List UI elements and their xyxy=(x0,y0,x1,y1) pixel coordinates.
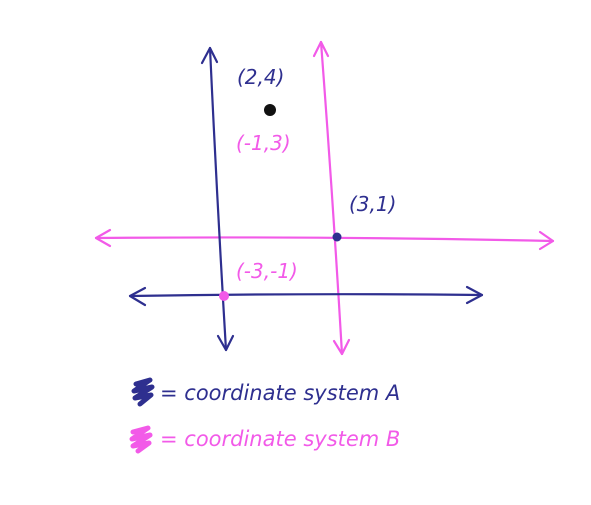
legend-item-a: = coordinate system A xyxy=(131,377,400,407)
system-b-x-axis xyxy=(94,236,555,243)
legend-label-b: = coordinate system B xyxy=(160,427,400,451)
label-point-a: (2,4) xyxy=(237,65,284,89)
black-point xyxy=(264,104,276,116)
system-a-x-arrowhead-left xyxy=(128,286,147,307)
system-a-x-axis xyxy=(128,293,484,298)
legend-swatch-b xyxy=(129,425,153,454)
legend-item-b: = coordinate system B xyxy=(129,425,400,454)
origin-b-point xyxy=(332,232,342,242)
system-a-y-axis xyxy=(208,46,228,352)
origin-a-point xyxy=(219,291,229,301)
legend-label-a: = coordinate system A xyxy=(160,381,400,405)
system-a-y-arrowhead-bottom xyxy=(216,334,235,352)
system-b-x-arrowhead-right xyxy=(538,230,555,251)
coordinate-system-b xyxy=(94,40,555,356)
legend: = coordinate system A = coordinate syste… xyxy=(129,377,400,454)
system-b-y-arrowhead-top xyxy=(312,40,330,58)
system-a-y-arrowhead-top xyxy=(200,46,219,65)
system-a-x-arrowhead-right xyxy=(465,285,484,305)
legend-swatch-a xyxy=(131,377,155,407)
system-b-x-arrowhead-left xyxy=(94,228,112,248)
coordinate-system-a xyxy=(128,46,484,352)
system-b-y-axis xyxy=(319,40,344,356)
label-point-b: (-1,3) xyxy=(236,131,291,155)
label-origin-b-in-a: (3,1) xyxy=(349,192,396,216)
label-origin-a-in-b: (-3,-1) xyxy=(236,259,298,283)
system-b-y-arrowhead-bottom xyxy=(332,338,351,356)
